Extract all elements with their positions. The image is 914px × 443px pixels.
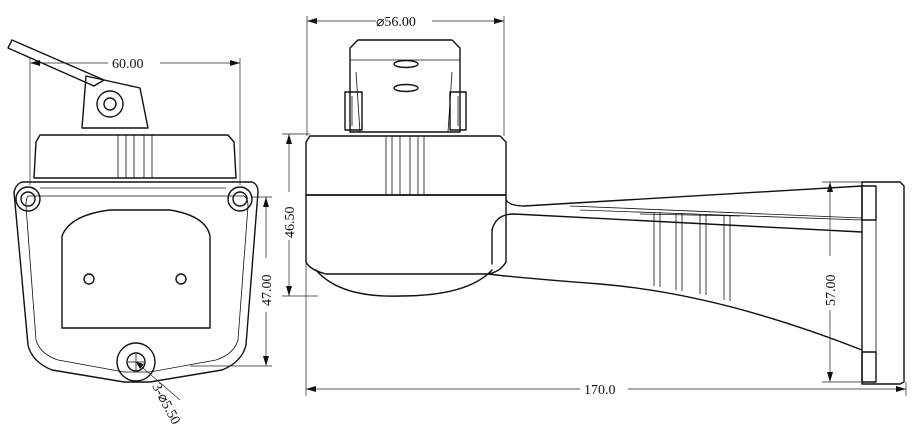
dim-label-46-5: 46.50 xyxy=(283,207,298,239)
dim-diameter-56: ⌀56.00 xyxy=(306,15,505,136)
hole-callout: 3-⌀5.50 xyxy=(148,381,182,427)
dim-height-46-5: 46.50 xyxy=(282,133,318,297)
dim-label-56: ⌀56.00 xyxy=(376,15,416,30)
side-view xyxy=(305,39,905,385)
dim-label-47: 47.00 xyxy=(260,275,275,307)
dim-label-60: 60.00 xyxy=(112,57,144,72)
dim-height-57: 57.00 xyxy=(822,181,862,383)
dim-label-57: 57.00 xyxy=(824,275,839,307)
dim-label-170: 170.0 xyxy=(584,383,616,398)
dim-height-47: 47.00 xyxy=(190,196,275,367)
front-view xyxy=(7,39,259,401)
dim-length-170: 170.0 xyxy=(305,262,907,398)
dim-width-60: 60.00 xyxy=(29,57,241,185)
